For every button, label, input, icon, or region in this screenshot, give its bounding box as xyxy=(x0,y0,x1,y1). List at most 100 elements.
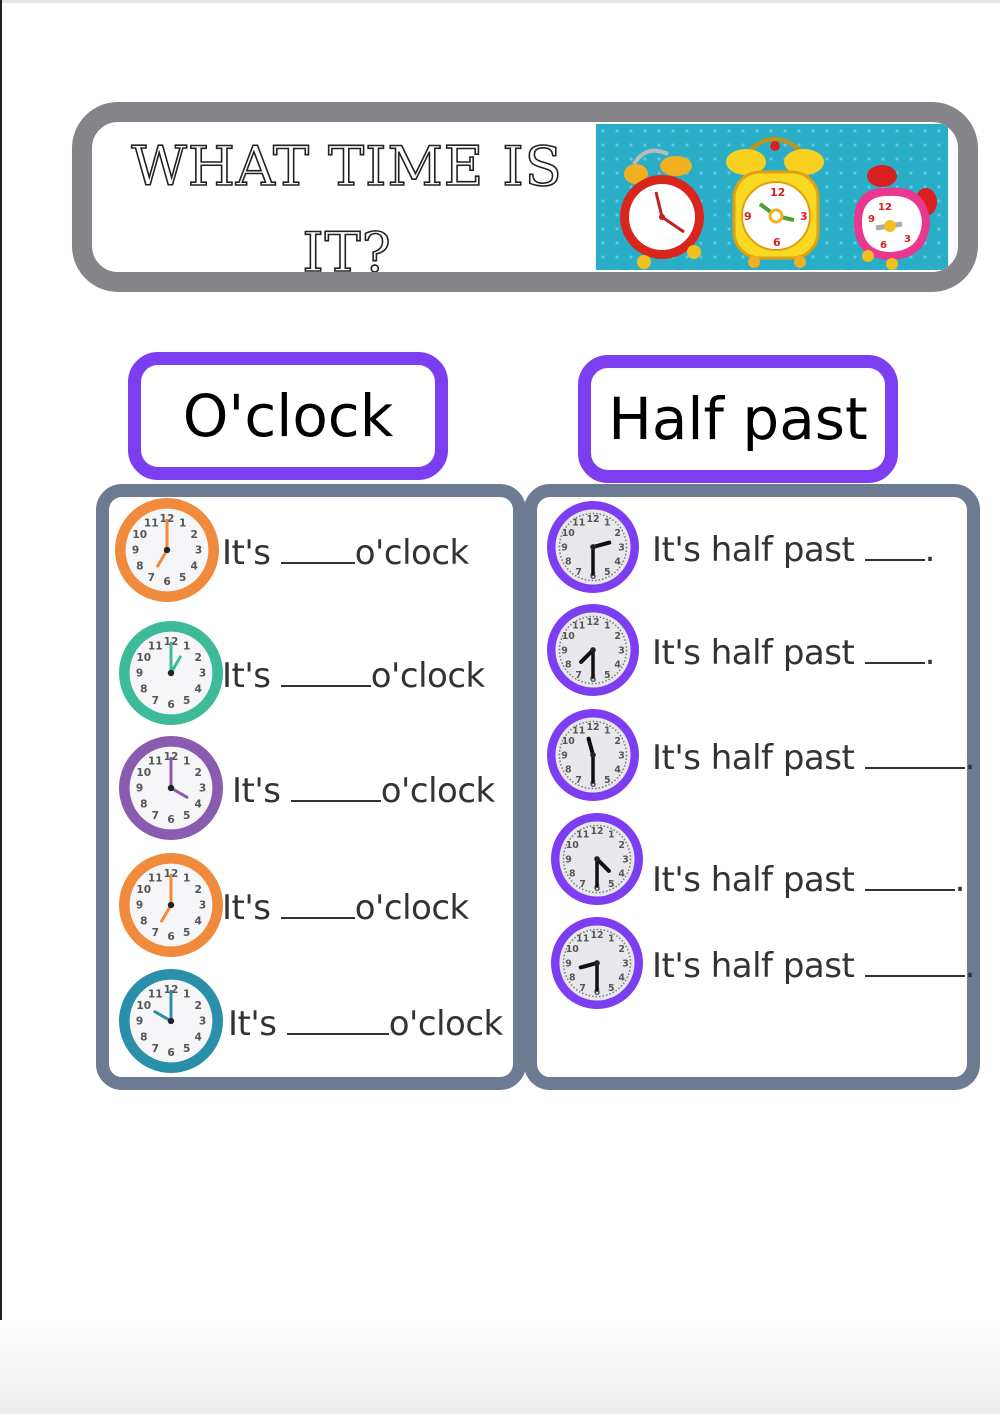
title-line-2: IT? xyxy=(302,220,392,284)
svg-text:2: 2 xyxy=(614,528,621,539)
svg-text:4: 4 xyxy=(195,915,202,927)
answer-blank[interactable] xyxy=(290,770,381,802)
sentence-prefix: It's xyxy=(222,887,271,928)
svg-text:8: 8 xyxy=(565,660,572,671)
svg-text:3: 3 xyxy=(622,958,629,969)
answer-blank[interactable] xyxy=(864,529,925,561)
svg-text:1: 1 xyxy=(183,641,190,653)
svg-text:7: 7 xyxy=(152,810,159,822)
svg-text:5: 5 xyxy=(608,879,615,890)
answer-blank[interactable] xyxy=(864,945,965,977)
sentence-suffix: . xyxy=(964,945,976,986)
svg-text:6: 6 xyxy=(880,240,887,251)
svg-text:3: 3 xyxy=(800,210,808,223)
svg-text:7: 7 xyxy=(579,879,586,890)
svg-text:4: 4 xyxy=(195,1031,202,1043)
answer-blank[interactable] xyxy=(280,655,371,687)
svg-text:10: 10 xyxy=(562,631,576,642)
svg-text:10: 10 xyxy=(562,736,576,747)
exercise-sentence: It's o'clock xyxy=(222,532,469,573)
svg-text:1: 1 xyxy=(608,934,615,945)
svg-text:3: 3 xyxy=(618,645,625,656)
sentence-suffix: . xyxy=(924,632,936,673)
svg-text:10: 10 xyxy=(132,529,147,541)
category-label-half-past: Half past xyxy=(608,385,868,453)
sentence-suffix: . xyxy=(964,737,976,778)
svg-text:2: 2 xyxy=(195,652,202,664)
svg-text:9: 9 xyxy=(561,645,568,656)
svg-text:7: 7 xyxy=(575,670,582,681)
svg-text:3: 3 xyxy=(904,234,911,245)
svg-text:1: 1 xyxy=(179,518,186,530)
svg-text:6: 6 xyxy=(163,576,170,588)
answer-blank[interactable] xyxy=(864,859,955,891)
svg-text:8: 8 xyxy=(140,683,147,695)
svg-text:4: 4 xyxy=(618,869,625,880)
svg-text:8: 8 xyxy=(140,915,147,927)
svg-text:1: 1 xyxy=(183,756,190,768)
sentence-prefix: It's xyxy=(228,1003,277,1044)
svg-text:5: 5 xyxy=(183,810,190,822)
svg-text:3: 3 xyxy=(199,1016,206,1028)
yellow-alarm-clock-icon: 12 9 3 6 xyxy=(726,137,824,268)
svg-text:10: 10 xyxy=(562,528,576,539)
svg-text:5: 5 xyxy=(608,983,615,994)
answer-blank[interactable] xyxy=(864,737,965,769)
answer-blank[interactable] xyxy=(280,532,355,564)
svg-text:5: 5 xyxy=(604,670,611,681)
svg-text:9: 9 xyxy=(565,854,572,865)
svg-text:2: 2 xyxy=(618,840,625,851)
sentence-prefix: It's xyxy=(232,770,281,811)
svg-text:9: 9 xyxy=(561,542,568,553)
svg-text:11: 11 xyxy=(576,934,589,945)
svg-text:7: 7 xyxy=(575,775,582,786)
svg-text:11: 11 xyxy=(148,756,163,768)
svg-text:7: 7 xyxy=(152,927,159,939)
exercise-sentence: It's half past . xyxy=(652,529,935,570)
svg-text:12: 12 xyxy=(878,202,892,213)
svg-text:2: 2 xyxy=(614,736,621,747)
svg-text:4: 4 xyxy=(614,557,621,568)
exercise-sentence: It's o'clock xyxy=(232,770,495,811)
svg-text:5: 5 xyxy=(183,695,190,707)
svg-text:11: 11 xyxy=(148,989,163,1001)
sentence-prefix: It's half past xyxy=(652,945,855,986)
sentence-suffix: o'clock xyxy=(380,770,495,811)
svg-text:3: 3 xyxy=(618,542,625,553)
svg-text:5: 5 xyxy=(179,572,186,584)
pink-alarm-clock-icon: 12 9 3 6 xyxy=(854,165,937,270)
svg-text:3: 3 xyxy=(199,668,206,680)
category-heading-oclock: O'clock xyxy=(128,352,448,480)
svg-text:9: 9 xyxy=(136,668,143,680)
svg-text:11: 11 xyxy=(576,830,589,841)
svg-text:10: 10 xyxy=(136,652,151,664)
svg-text:1: 1 xyxy=(608,830,615,841)
svg-text:6: 6 xyxy=(590,674,597,685)
svg-text:11: 11 xyxy=(144,518,159,530)
svg-text:11: 11 xyxy=(148,873,163,885)
svg-text:4: 4 xyxy=(614,765,621,776)
answer-blank[interactable] xyxy=(864,632,925,664)
svg-text:11: 11 xyxy=(572,726,585,737)
svg-text:12: 12 xyxy=(586,722,599,733)
svg-text:6: 6 xyxy=(590,571,597,582)
svg-text:7: 7 xyxy=(575,567,582,578)
page-left-edge xyxy=(0,0,2,1414)
answer-blank[interactable] xyxy=(280,887,355,919)
svg-text:2: 2 xyxy=(618,944,625,955)
sentence-suffix: o'clock xyxy=(354,887,469,928)
svg-text:1: 1 xyxy=(183,873,190,885)
svg-text:8: 8 xyxy=(569,869,576,880)
svg-text:9: 9 xyxy=(868,214,875,225)
svg-text:5: 5 xyxy=(604,775,611,786)
sentence-prefix: It's half past xyxy=(652,737,855,778)
sentence-prefix: It's half past xyxy=(652,632,855,673)
answer-blank[interactable] xyxy=(286,1003,389,1035)
